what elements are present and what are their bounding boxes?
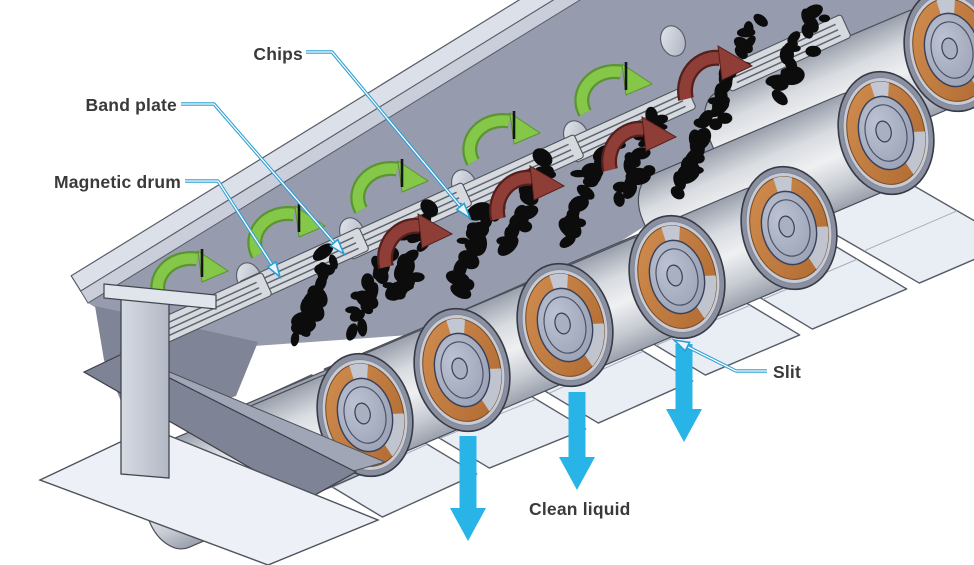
- label-slit: Slit: [773, 362, 801, 382]
- drum-face: [516, 262, 615, 388]
- chips-cluster: [612, 106, 669, 207]
- end-frame-flange: [103, 283, 217, 310]
- trough-end-frame: [38, 283, 387, 565]
- label-chips: Chips: [253, 44, 303, 64]
- drum-hub: [778, 215, 795, 238]
- rotation-arrow-green: [574, 62, 654, 117]
- clean-liquid-arrow: [559, 392, 595, 490]
- chip-transfer-arrow-red: [489, 165, 566, 221]
- band-plate: [142, 272, 272, 350]
- drum-hub: [354, 402, 371, 425]
- rotation-arrow-green: [462, 111, 542, 166]
- trough-rim-inner: [80, 0, 581, 304]
- chip-transfer-arrow-red: [677, 45, 754, 101]
- floor-panel-crease: [863, 210, 958, 252]
- drum-face: [837, 70, 936, 196]
- clean-liquid-arrow: [666, 344, 702, 442]
- label-band-plate: Band plate: [86, 95, 178, 115]
- label-magnetic-drum: Magnetic drum: [54, 172, 181, 192]
- drum-hub: [554, 312, 571, 335]
- end-frame-web: [120, 295, 170, 479]
- drum-hub: [666, 264, 683, 287]
- leader-line-chips: [306, 50, 472, 221]
- chip-transfer-arrow-red: [377, 213, 454, 269]
- chip-transfer-arrow-red: [601, 116, 678, 172]
- callout-leader-lines: [181, 50, 767, 373]
- leader-line-magnetic-drum: [185, 179, 282, 280]
- drum-face: [628, 214, 727, 340]
- drum-hub: [875, 120, 892, 143]
- drum-hub: [941, 37, 958, 60]
- chips-cluster: [765, 4, 831, 106]
- rotation-arrow-green: [350, 159, 430, 214]
- leader-line-slit: [671, 338, 767, 373]
- clean-liquid-flow-arrows: [450, 344, 702, 541]
- magnetic-drums: [133, 0, 974, 550]
- drum-face: [903, 0, 974, 113]
- chips-cluster: [290, 243, 338, 347]
- callout-labels: Chips Band plate Magnetic drum Slit Clea…: [54, 44, 801, 519]
- label-clean-liquid: Clean liquid: [529, 499, 631, 519]
- clean-liquid-arrow: [450, 436, 486, 541]
- leader-line-band-plate: [181, 102, 346, 256]
- drum-hub: [451, 357, 468, 380]
- drum-face: [740, 165, 839, 291]
- rotation-arrows-layer: [150, 45, 754, 304]
- drum-axle-knob: [659, 25, 687, 57]
